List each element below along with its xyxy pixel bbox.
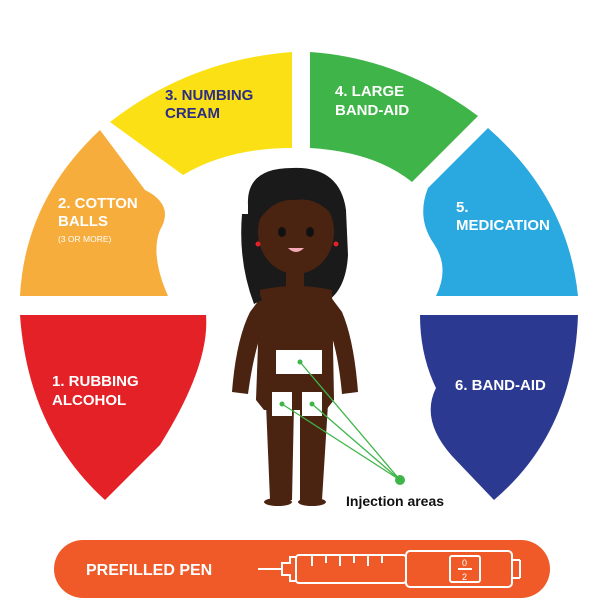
right-foot: [298, 498, 326, 506]
child-figure: [232, 167, 405, 506]
mouth: [288, 248, 304, 252]
pointer-dot-abdomen: [297, 359, 303, 365]
torso: [256, 286, 334, 410]
head: [258, 190, 334, 274]
label-medication: 5. MEDICATION: [456, 199, 550, 234]
right-arm: [328, 296, 358, 394]
pen-dose-bottom: 2: [462, 572, 467, 582]
segment-numbing-cream: [110, 52, 292, 175]
right-earring: [333, 241, 339, 247]
left-earring: [255, 241, 261, 247]
pen-label: PREFILLED PEN: [86, 562, 212, 579]
hair-fringe: [256, 182, 340, 226]
pen-dose-top: 0: [462, 558, 467, 568]
left-eye: [278, 227, 286, 237]
injection-areas-caption: Injection areas: [346, 493, 444, 509]
segment-large-band-aid: [310, 52, 478, 182]
segment-rubbing-alcohol: [20, 315, 207, 500]
left-leg: [266, 404, 294, 500]
pointer-dot-caption: [395, 475, 405, 485]
pointer-dot-left-thigh: [279, 401, 285, 407]
right-eye: [306, 227, 314, 237]
segment-medication: [423, 128, 578, 296]
label-rubbing-alcohol: 1. RUBBING ALCOHOL: [52, 373, 143, 409]
label-cotton-balls-qty: (3 OR MORE): [58, 234, 112, 244]
pen-icon: [258, 550, 521, 588]
label-numbing-cream: 3. NUMBING CREAM: [165, 87, 258, 122]
label-band-aid: 6. BAND-AID: [455, 377, 546, 394]
segment-band-aid: [420, 315, 578, 500]
right-leg: [300, 404, 328, 500]
label-large-band-aid: 4. LARGE BAND-AID: [335, 83, 409, 119]
segment-cotton-balls: [20, 130, 168, 296]
hair-side: [241, 214, 262, 304]
pen-banner: [54, 540, 550, 598]
left-arm: [232, 296, 264, 394]
pointer-dot-right-thigh: [309, 401, 315, 407]
left-foot: [264, 498, 292, 506]
prefilled-pen-bar: PREFILLED PEN 0 2: [54, 540, 550, 598]
label-cotton-balls: 2. COTTON BALLS: [58, 195, 142, 230]
